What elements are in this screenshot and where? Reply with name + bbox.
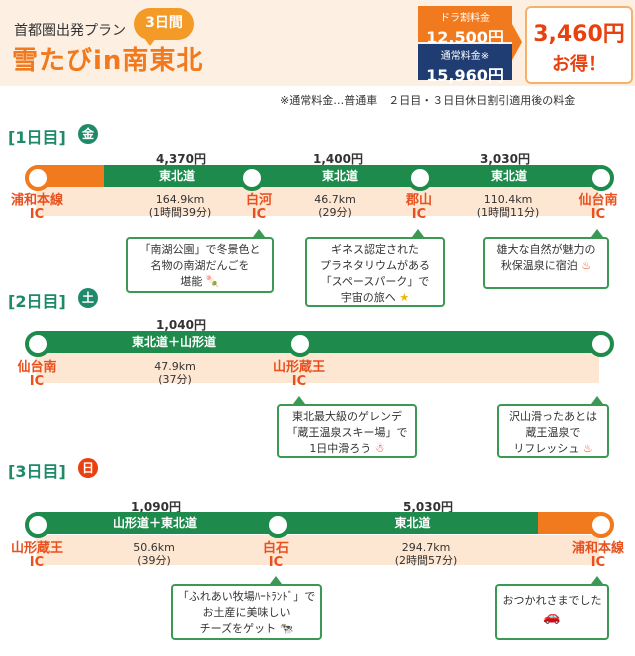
day1-callout-3-pointer (591, 229, 603, 237)
normal-price-box: 通常料金※ 15,960円 (418, 44, 512, 85)
day1-label: [1日目] (8, 128, 66, 147)
day3-toll-2: 5,030円 (403, 500, 453, 514)
day1-road-2: 東北道 (321, 169, 358, 183)
day1-dist-2: 46.7km(29分) (314, 193, 356, 219)
day1-route-orange (36, 165, 104, 187)
day1-toll-2: 1,400円 (313, 152, 363, 166)
day3-road-2: 東北道 (394, 516, 431, 530)
day1-node-2 (239, 165, 265, 191)
day2-node-2 (287, 331, 313, 357)
savings-amount: 3,460円 (533, 22, 625, 47)
day1-dist-1: 164.9km(1時間39分) (148, 193, 212, 219)
day3-dist-1: 50.6km(39分) (133, 541, 175, 567)
cow-icon: 🐄 (279, 622, 294, 635)
onsen-icon: ♨ (581, 259, 592, 272)
day1-weekday-badge: 金 (78, 124, 98, 144)
savings-label: お得！ (552, 54, 606, 75)
day1-callout-1-pointer (253, 229, 265, 237)
day3-toll-1: 1,090円 (131, 500, 181, 514)
day3-route-orange (538, 512, 599, 534)
dora-price-box: ドラ割料金 12,500円 (418, 6, 512, 47)
day1-node-end (588, 165, 614, 191)
day2-toll-1: 1,040円 (156, 318, 206, 332)
day2-dist-1: 47.9km(37分) (154, 360, 196, 386)
arrow-right-icon (512, 24, 522, 60)
day1-callout-1: 「南湖公園」で冬景色と名物の南湖だんごを 堪能 🍡 (126, 237, 274, 293)
day1-callout-3: 雄大な自然が魅力の 秋保温泉に宿泊 ♨ (483, 237, 609, 289)
day3-info-strip (36, 535, 599, 565)
day1-node-3 (407, 165, 433, 191)
day1-road-3: 東北道 (490, 169, 527, 183)
day1-info-strip (36, 186, 599, 216)
day1-route-green (104, 165, 599, 187)
snowman-icon: ☃ (374, 442, 385, 455)
day1-callout-2-pointer (412, 229, 424, 237)
day1-node-start (25, 165, 51, 191)
day3-node-2 (265, 512, 291, 538)
day2-node-end (588, 331, 614, 357)
day3-label: [3日目] (8, 462, 66, 481)
day2-callout-2-pointer (591, 396, 603, 404)
day3-callout-1-pointer (270, 576, 282, 584)
dora-price-label: ドラ割料金 (440, 13, 490, 24)
day2-callout-1: 東北最大級のゲレンデ「蔵王温泉スキー場」で 1日中滑ろう ☃ (277, 404, 417, 458)
dora-price-value: 12,500円 (426, 28, 504, 47)
day2-callout-2: 沢山滑ったあとは蔵王温泉で リフレッシュ ♨ (497, 404, 609, 458)
onsen-icon: ♨ (582, 442, 593, 455)
day3-weekday-badge: 日 (78, 458, 98, 478)
day3-node-end (588, 512, 614, 538)
day3-road-1: 山形道＋東北道 (112, 516, 197, 530)
day1-dist-3: 110.4km(1時間11分) (476, 193, 540, 219)
star-icon: ★ (399, 291, 410, 304)
day3-dist-2: 294.7km(2時間57分) (394, 541, 458, 567)
normal-price-value: 15,960円 (426, 66, 504, 85)
duration-badge: 3日間 (134, 8, 194, 46)
day2-callout-1-pointer (293, 396, 305, 404)
day2-node-start (25, 331, 51, 357)
day3-node-start (25, 512, 51, 538)
day2-info-strip (36, 353, 599, 383)
day1-toll-1: 4,370円 (156, 152, 206, 166)
day3-callout-2-pointer (591, 576, 603, 584)
day2-label: [2日目] (8, 292, 66, 311)
day1-road-1: 東北道 (158, 169, 195, 183)
plan-title: 雪たびin南東北 (12, 46, 204, 76)
plan-subtitle: 首都圏出発プラン (14, 23, 126, 39)
normal-price-label: 通常料金※ (440, 51, 490, 62)
price-note: ※通常料金…普通車 ２日目・３日目休日割引適用後の料金 (280, 94, 576, 107)
dango-icon: 🍡 (205, 275, 220, 288)
day2-weekday-badge: 土 (78, 288, 98, 308)
car-icon: 🚗 (543, 609, 561, 625)
day1-callout-2: ギネス認定されたプラネタリウムがある「スペースパーク」で 宇宙の旅へ ★ (305, 237, 445, 307)
day3-callout-1: 「ふれあい牧場ﾊｰﾄﾗﾝﾄﾞ」でお土産に美味しい チーズをゲット 🐄 (171, 584, 322, 640)
day2-route-green (36, 331, 599, 353)
day3-callout-2: おつかれさまでした 🚗 (495, 584, 609, 640)
day1-toll-3: 3,030円 (480, 152, 530, 166)
day2-road-1: 東北道＋山形道 (131, 335, 216, 349)
savings-box: 3,460円 お得！ (525, 6, 633, 84)
